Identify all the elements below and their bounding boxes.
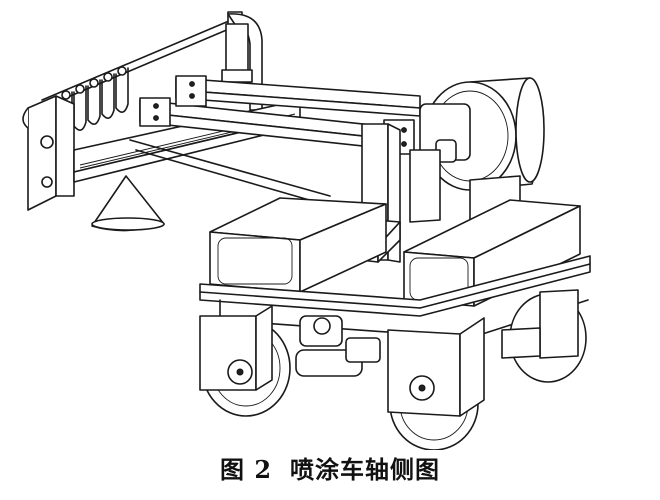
wheel-front-left <box>199 305 291 417</box>
spray-vehicle-isometric-drawing <box>22 11 591 450</box>
wheel-rear-right <box>501 289 587 383</box>
figure-caption: 图 2 喷涂车轴侧图 <box>0 450 660 485</box>
spray-nozzle-row <box>59 66 129 137</box>
figure-label: 图 2 <box>219 455 273 484</box>
spray-cone <box>91 175 165 232</box>
wheel-front-right <box>387 317 485 450</box>
chassis <box>199 197 591 339</box>
axle-motors <box>295 315 381 377</box>
motor-drum <box>383 77 545 191</box>
main-arm <box>139 75 421 151</box>
figure-title: 喷涂车轴侧图 <box>290 455 441 484</box>
vertical-mast <box>221 23 253 85</box>
